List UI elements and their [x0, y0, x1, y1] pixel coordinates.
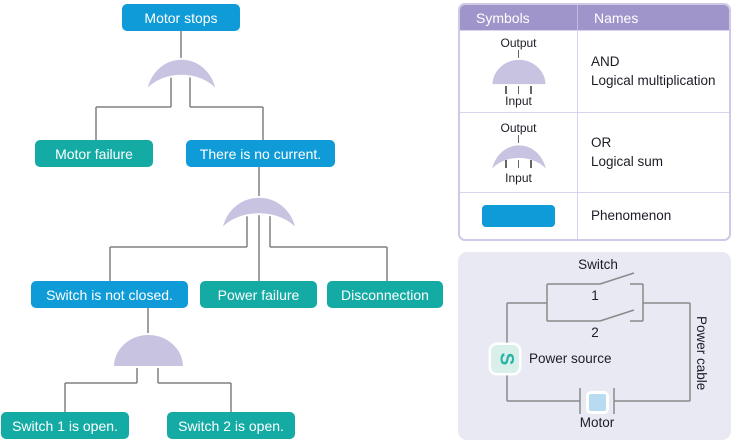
node-power-failure: Power failure [200, 281, 317, 308]
legend-header-symbols-label: Symbols [476, 9, 530, 26]
or-gate-icon [220, 196, 298, 231]
legend-row-and-name: AND Logical multiplication [578, 30, 729, 112]
node-disconnection: Disconnection [327, 281, 443, 308]
power-cable-label: Power cable [694, 315, 709, 391]
node-no-current: There is no current. [186, 140, 335, 167]
power-source-icon-glyph: S [495, 352, 516, 366]
phenomenon-box-icon [482, 205, 555, 227]
circuit-panel: Switch 1 2 S Power source Motor Power ca… [458, 252, 731, 440]
legend-row-or-symbol: Output Input [460, 112, 578, 192]
node-switch2-open: Switch 2 is open. [167, 412, 295, 439]
node-motor-failure: Motor failure [35, 140, 153, 167]
and-name-line2: Logical multiplication [591, 72, 716, 88]
or-name-line1: OR [591, 134, 612, 150]
and-output-label: Output [500, 35, 537, 50]
or-output-label: Output [500, 120, 537, 135]
motor-icon [586, 391, 609, 414]
motor-terminal-lines [579, 388, 615, 414]
switch-blade-lines [599, 272, 635, 322]
and-gate-icon [490, 57, 547, 86]
and-input-ticks [505, 85, 532, 94]
or-gate-icon [489, 143, 548, 172]
or-input-label: Input [505, 170, 532, 185]
legend-row-or-name: OR Logical sum [578, 112, 729, 192]
power-cable-label-wrap: Power cable [694, 308, 709, 398]
legend-header-names: Names [578, 5, 729, 30]
legend-row-and-symbol: Output Input [460, 30, 578, 112]
and-output-tick [517, 49, 520, 58]
legend-table: Symbols Names Output Input AND Logical m… [458, 3, 731, 241]
power-source-label: Power source [529, 351, 612, 366]
and-name-line1: AND [591, 53, 620, 69]
switch-2-label: 2 [591, 325, 599, 340]
legend-row-phenomenon-symbol [460, 192, 578, 239]
and-gate-icon [111, 333, 185, 368]
node-switch-not-closed: Switch is not closed. [31, 281, 188, 308]
or-input-ticks [505, 159, 532, 168]
legend-header-symbols: Symbols [460, 5, 578, 30]
motor-label: Motor [579, 415, 615, 430]
circuit-wires [506, 272, 691, 414]
or-output-tick [517, 134, 520, 143]
node-switch1-open: Switch 1 is open. [1, 412, 129, 439]
legend-row-phenomenon-name: Phenomenon [578, 192, 729, 239]
fault-tree-canvas [64, 31, 388, 413]
phenomenon-name: Phenomenon [591, 207, 672, 223]
switch-label: Switch [578, 257, 618, 272]
legend-header-names-label: Names [594, 9, 639, 26]
or-name-line2: Logical sum [591, 153, 664, 169]
switch-1-label: 1 [591, 288, 599, 303]
or-gate-icon [145, 57, 218, 92]
and-input-label: Input [505, 93, 532, 108]
node-motor-stops: Motor stops [122, 4, 240, 31]
power-source-icon: S [489, 343, 521, 375]
